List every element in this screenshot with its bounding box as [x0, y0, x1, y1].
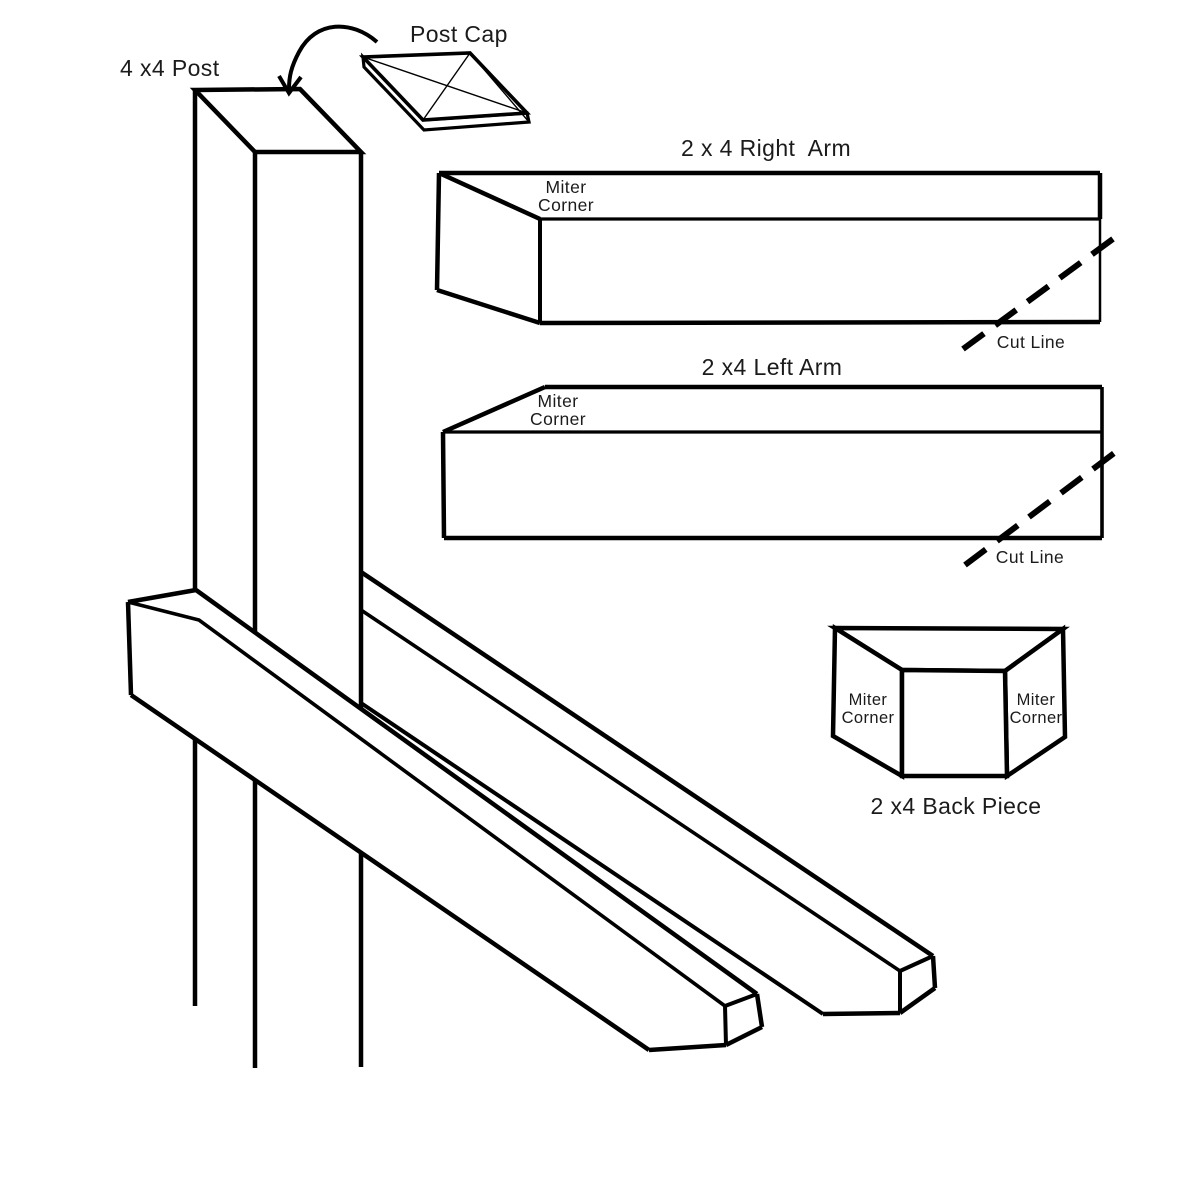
front-arm-endface-top-edge — [724, 992, 758, 1008]
placement-arrow-icon — [277, 24, 379, 97]
rear-arm-outline — [359, 570, 938, 1017]
post-cap-ridge-3 — [469, 52, 530, 123]
post-cap-drawing — [358, 51, 531, 132]
post-cap-ridge-1 — [362, 56, 528, 114]
post-cap-ridge-2 — [422, 52, 471, 121]
right-arm-drawing — [434, 170, 1119, 352]
back-piece-drawing — [827, 623, 1070, 781]
right-arm-bottom-edge — [539, 319, 1101, 326]
front-arm-back-top-edge — [194, 588, 759, 996]
left-arm-cut-line — [963, 448, 1119, 568]
post-drawing — [189, 86, 367, 1068]
left-arm-front-left-edge — [440, 431, 447, 539]
right-arm-end-left-edge — [434, 172, 442, 291]
back-piece-front-face — [899, 667, 1010, 779]
front-arm-bottom-chamfer-edge — [648, 1042, 727, 1053]
front-arm-bottom-edge — [129, 693, 651, 1052]
back-piece-right-miter-label-line1: Miter — [1017, 691, 1056, 709]
back-piece-title: 2 x4 Back Piece — [871, 793, 1042, 819]
post-label: 4 x4 Post — [120, 55, 220, 81]
rear-arm-front-top-edge — [359, 608, 902, 973]
arrow-head — [277, 74, 303, 97]
back-piece-right-miter-label-line2: Corner — [1010, 709, 1063, 727]
front-arm-endface-left-edge — [723, 1005, 728, 1046]
left-arm-miter-corner-label-line2: Corner — [530, 409, 586, 429]
right-arm-title: 2 x 4 Right Arm — [681, 135, 851, 161]
rear-arm-endface-top-edge — [899, 954, 934, 973]
front-arm-miter-top-edge — [127, 587, 197, 605]
front-arm-outline — [125, 587, 765, 1053]
rear-arm-endface-bottom-edge — [898, 986, 937, 1015]
left-arm-title: 2 x4 Left Arm — [702, 354, 843, 380]
right-arm-miter-corner-label-line1: Miter — [546, 177, 587, 197]
left-arm-drawing — [440, 384, 1119, 568]
rear-arm-bottom-chamfer-edge — [822, 1010, 901, 1017]
front-arm-endface-right-edge — [754, 993, 765, 1028]
front-arm-end-left-edge — [125, 601, 134, 696]
back-piece-left-miter-label-line2: Corner — [842, 709, 895, 727]
left-arm-miter-corner-label-line1: Miter — [538, 391, 579, 411]
rear-arm-back-top-edge — [359, 570, 935, 958]
post-top-face — [189, 86, 367, 155]
post-cap-label: Post Cap — [410, 21, 508, 47]
back-piece-left-miter-label-line1: Miter — [849, 691, 888, 709]
left-arm-miter-edge — [442, 384, 546, 435]
rear-arm-bottom-edge — [359, 701, 825, 1016]
arrow-shaft — [287, 24, 379, 90]
right-arm-cut-line — [961, 233, 1119, 352]
rear-arm-endface-right-edge — [930, 955, 938, 989]
right-arm-end-bottom-edge — [436, 287, 541, 326]
right-arm-cut-line-label: Cut Line — [997, 332, 1065, 352]
front-arm-endface-bottom-edge — [724, 1024, 764, 1048]
left-arm-cut-line-label: Cut Line — [996, 547, 1064, 567]
right-arm-miter-corner-label-line2: Corner — [538, 195, 594, 215]
right-arm-miter-edge — [438, 170, 541, 222]
assembled-arms-drawing — [125, 570, 938, 1053]
front-arm-front-top-edge — [127, 600, 727, 1008]
